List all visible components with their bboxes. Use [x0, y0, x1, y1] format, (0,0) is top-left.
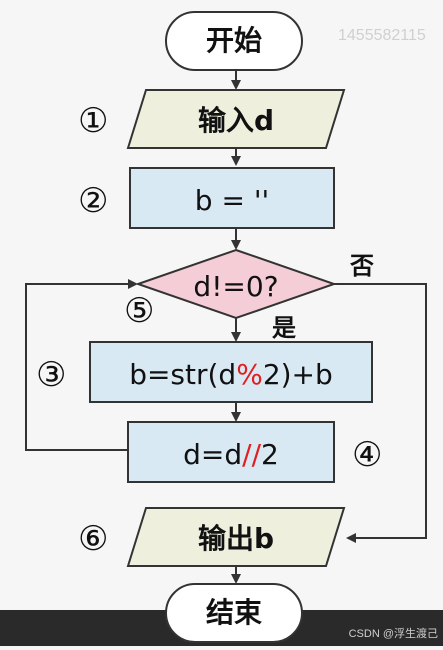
node-update-d-post: 2	[261, 438, 279, 471]
node-update-d-label: d=d//2	[183, 438, 279, 471]
step-marker-2: ②	[78, 181, 108, 221]
node-output: 输出b	[126, 507, 346, 567]
step-marker-6: ⑥	[78, 519, 108, 559]
node-output-label: 输出b	[198, 522, 274, 555]
node-update-d-operator: //	[242, 438, 261, 471]
node-start-label: 开始	[206, 24, 262, 57]
node-init: b = ''	[129, 167, 335, 229]
step-marker-3: ③	[36, 355, 66, 395]
node-update-b-post: 2)+b	[263, 358, 333, 391]
node-update-b-label: b=str(d%2)+b	[129, 358, 333, 391]
step-markers: ① ② ③ ④ ⑤ ⑥	[36, 101, 382, 559]
node-condition-label: d!=0?	[193, 270, 278, 303]
node-condition: d!=0?	[134, 248, 338, 320]
connectors	[25, 70, 427, 584]
node-update-b-pre: b=str(d	[129, 358, 236, 391]
branch-label-yes: 是	[272, 314, 296, 342]
node-update-d: d=d//2	[127, 421, 335, 483]
node-update-d-pre: d=d	[183, 438, 242, 471]
node-input: 输入d	[126, 89, 346, 149]
edge-condition-no	[334, 283, 427, 543]
node-start: 开始	[165, 11, 303, 71]
step-marker-4: ④	[352, 435, 382, 475]
watermark-bottom: CSDN @浮生渡己	[349, 626, 438, 640]
node-init-label: b = ''	[195, 184, 269, 217]
branch-label-no: 否	[349, 252, 374, 280]
edge-loop-back	[25, 279, 138, 451]
node-update-b-operator: %	[236, 358, 263, 391]
node-input-label: 输入d	[198, 104, 274, 137]
node-update-b: b=str(d%2)+b	[89, 341, 373, 403]
node-end: 结束	[165, 583, 303, 643]
step-marker-5: ⑤	[124, 291, 154, 331]
node-end-label: 结束	[206, 596, 262, 629]
step-marker-1: ①	[78, 101, 108, 141]
watermark-top: 1455582115	[338, 27, 426, 44]
